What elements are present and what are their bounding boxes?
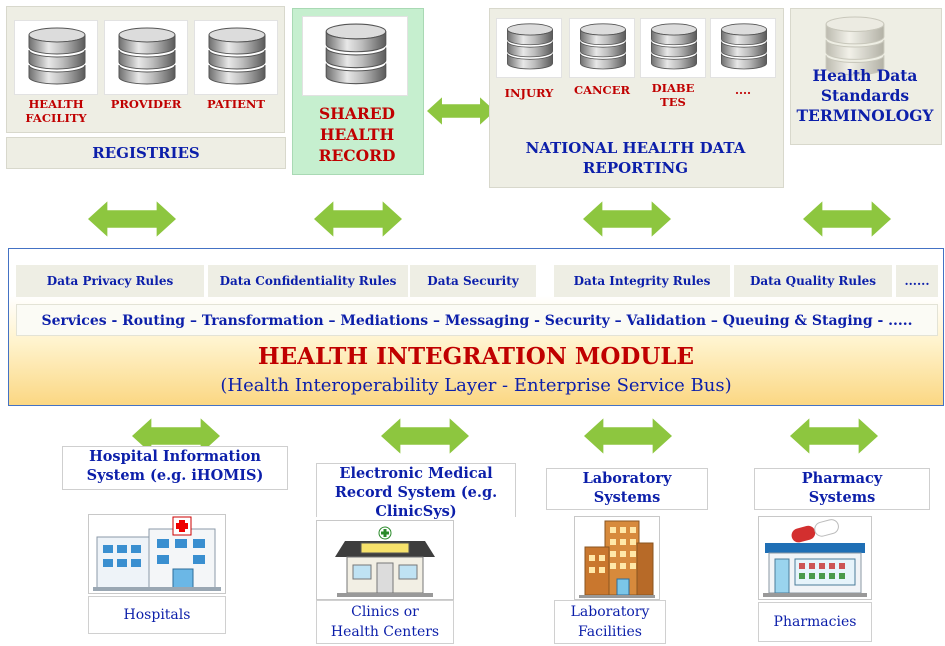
rule-more: ...... — [896, 265, 938, 297]
registry-provider-label: PROVIDER — [110, 97, 182, 111]
database-icon — [710, 18, 776, 78]
database-icon — [640, 18, 706, 78]
shared-health-record-title: SHARED HEALTH RECORD — [318, 104, 396, 165]
bidirectional-arrow-icon — [427, 97, 495, 125]
hospital-icon — [88, 514, 226, 594]
bidirectional-arrow-icon — [88, 201, 176, 237]
hospital-information-system-title: Hospital Information System (e.g. iHOMIS… — [62, 446, 288, 490]
rule-data-confidentiality: Data Confidentiality Rules — [208, 265, 408, 297]
laboratory-building-icon — [574, 516, 660, 600]
database-icon — [302, 16, 408, 96]
bidirectional-arrow-icon — [583, 201, 671, 237]
laboratory-facilities-label: Laboratory Facilities — [554, 600, 666, 644]
clinic-icon — [316, 520, 454, 600]
him-title: HEALTH INTEGRATION MODULE — [257, 343, 695, 370]
database-icon — [194, 20, 278, 95]
hospitals-label: Hospitals — [88, 596, 226, 634]
bidirectional-arrow-icon — [314, 201, 402, 237]
database-icon — [14, 20, 98, 95]
report-more-label: .... — [734, 83, 751, 97]
rule-data-quality: Data Quality Rules — [734, 265, 892, 297]
database-icon — [818, 14, 892, 86]
standards-title: Health Data Standards TERMINOLOGY — [796, 66, 934, 125]
pharmacy-systems-title: Pharmacy Systems — [754, 468, 930, 510]
registries-title: REGISTRIES — [6, 137, 286, 169]
report-cancer-label: CANCER — [573, 83, 631, 97]
report-injury-label: INJURY — [504, 86, 554, 100]
rule-data-security: Data Security — [410, 265, 536, 297]
services-bar: Services - Routing – Transformation – Me… — [16, 304, 938, 336]
laboratory-systems-title: Laboratory Systems — [546, 468, 708, 510]
bidirectional-arrow-icon — [584, 418, 672, 454]
database-icon — [569, 18, 635, 78]
rule-data-integrity: Data Integrity Rules — [554, 265, 730, 297]
registry-patient-label: PATIENT — [207, 97, 265, 111]
him-subtitle: (Health Interoperability Layer - Enterpr… — [220, 375, 732, 396]
pharmacy-icon — [758, 516, 872, 600]
report-diabetes-label: DIABE TES — [651, 81, 695, 109]
bidirectional-arrow-icon — [803, 201, 891, 237]
registry-health-facility-label: HEALTH FACILITY — [25, 97, 87, 125]
rule-data-privacy: Data Privacy Rules — [16, 265, 204, 297]
bidirectional-arrow-icon — [790, 418, 878, 454]
reporting-title: NATIONAL HEALTH DATA REPORTING — [525, 139, 746, 177]
emr-system-title: Electronic Medical Record System (e.g. C… — [316, 463, 516, 520]
bidirectional-arrow-icon — [381, 418, 469, 454]
database-icon — [496, 18, 562, 78]
database-icon — [104, 20, 188, 95]
pharmacies-label: Pharmacies — [758, 602, 872, 642]
clinics-label: Clinics or Health Centers — [316, 600, 454, 644]
